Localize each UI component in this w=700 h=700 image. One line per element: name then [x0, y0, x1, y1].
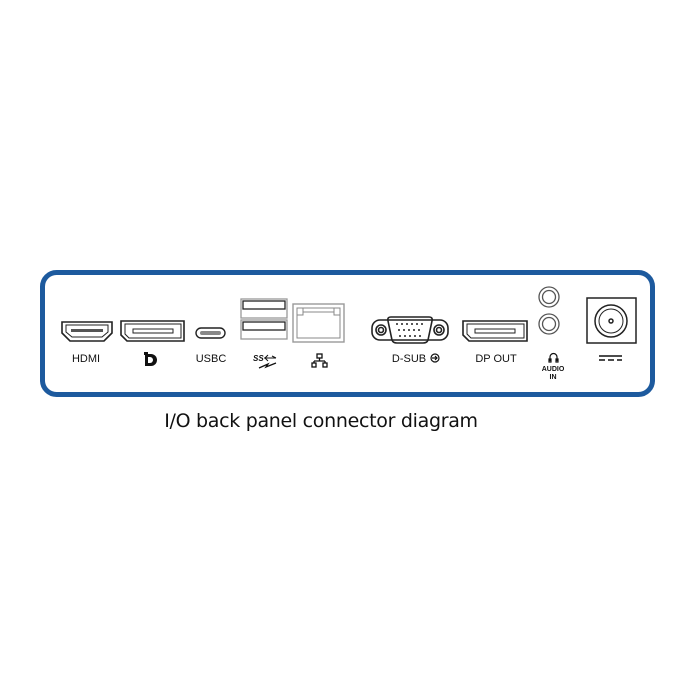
headphone-icon: [548, 352, 559, 363]
superspeed-usb-charging-icon: SS: [253, 354, 277, 369]
diagram-caption: I/O back panel connector diagram: [164, 410, 478, 432]
vga-port: [371, 316, 449, 344]
ss-usb-label: SS: [253, 354, 264, 363]
vga-label: D-SUB: [392, 353, 426, 365]
network-icon: [311, 353, 328, 368]
audio-in-label: IN: [550, 374, 557, 381]
dp-out-label: DP OUT: [475, 353, 517, 365]
rj45-port: [292, 303, 345, 343]
dp-out-port: [462, 320, 528, 342]
displayport-logo-icon: [144, 352, 157, 366]
usbc-port: [195, 327, 226, 339]
vga-input-icon: [430, 353, 440, 363]
displayport-port: [120, 320, 185, 342]
hdmi-port: [61, 321, 113, 342]
usb-a-ports: [240, 298, 288, 340]
hdmi-label: HDMI: [72, 353, 100, 365]
audio-jacks: [538, 286, 560, 335]
dc-power-icon: [599, 355, 622, 361]
usbc-label: USBC: [196, 353, 227, 365]
panel-frame: [40, 270, 655, 397]
audio-label: AUDIO: [542, 366, 565, 373]
dc-power-jack: [586, 297, 637, 344]
